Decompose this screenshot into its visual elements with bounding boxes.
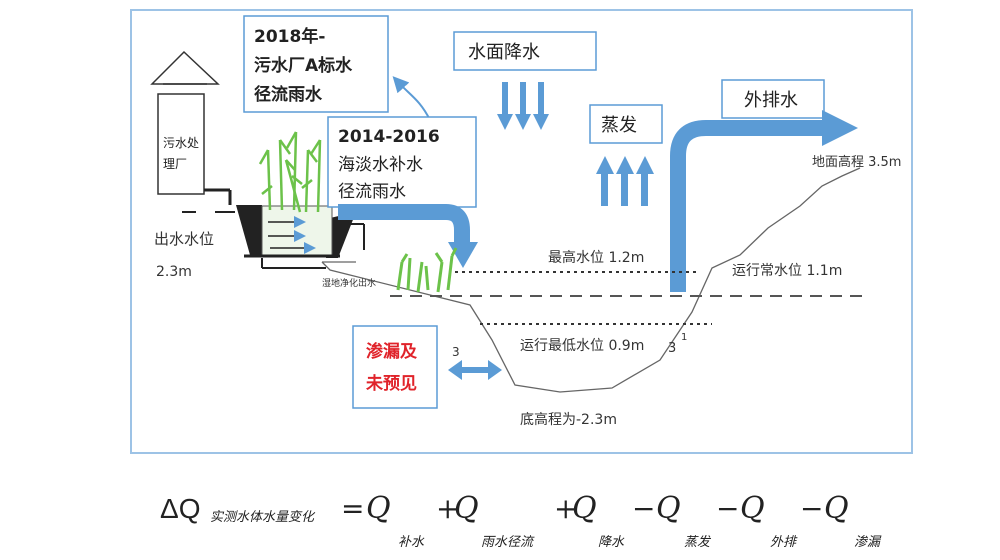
arrow-discharge [670, 120, 826, 292]
term-4-symbol: Q [656, 491, 681, 526]
pond-profile [321, 167, 861, 393]
term-5-subscript: 外排 [770, 535, 798, 550]
outlet-level-label: 出水水位 [154, 230, 214, 248]
ground-elevation-label: 地面高程 3.5m [812, 154, 901, 170]
equation-delta: ΔQ [160, 493, 200, 524]
treatment-plant-building: 污水处 理厂 [150, 50, 235, 213]
plant-label-line2: 理厂 [163, 157, 187, 171]
operating-level-label: 运行常水位 1.1m [732, 263, 842, 279]
lowest-level-label: 运行最低水位 0.9m [520, 338, 644, 354]
term-2-subscript: 雨水径流 [481, 535, 535, 550]
arrow-inflow [338, 204, 470, 244]
term-3-subscript: 降水 [598, 535, 625, 550]
term-2-symbol: Q [454, 491, 479, 526]
water-balance-equation: ΔQ 实测水体水量变化 = Q 补水 + Q 雨水径流 + Q 降水 − Q 蒸… [160, 491, 882, 550]
arrow-discharge-head [822, 110, 858, 146]
term-5-operator: − [716, 492, 739, 525]
equation-lhs-subscript: 实测水体水量变化 [210, 509, 316, 525]
evaporation-arrows [596, 156, 654, 206]
box-seepage [352, 325, 438, 409]
wetland-reeds [258, 131, 322, 213]
box-2014-line3: 径流雨水 [338, 182, 406, 202]
slope-left-label: 3 [452, 345, 460, 359]
seepage-arrow [448, 360, 502, 380]
box-2014-line2: 海淡水补水 [338, 155, 423, 175]
rain-arrows [497, 82, 549, 130]
term-6-operator: − [800, 492, 823, 525]
rain-label: 水面降水 [468, 42, 540, 63]
seepage-label-line1: 渗漏及 [366, 341, 418, 362]
term-3-operator: + [554, 492, 577, 525]
term-4-operator: − [632, 492, 655, 525]
box-discharge [721, 79, 825, 119]
wetland-basin [236, 205, 365, 269]
term-6-symbol: Q [824, 491, 849, 526]
term-6-subscript: 渗漏 [854, 535, 882, 550]
evaporation-label: 蒸发 [601, 115, 637, 136]
box-2018-line3: 径流雨水 [254, 84, 323, 105]
highest-level-label: 最高水位 1.2m [548, 249, 644, 266]
box-2014-line1: 2014-2016 [338, 127, 440, 147]
term-5-symbol: Q [740, 491, 765, 526]
outlet-level-value: 2.3m [156, 264, 192, 280]
arrow-2018-curve [392, 76, 431, 121]
box-2018-line1: 2018年- [254, 26, 325, 47]
discharge-label: 外排水 [744, 90, 798, 111]
box-rain [453, 31, 597, 71]
slope-right-label: 3 [668, 341, 676, 356]
term-4-subscript: 蒸发 [684, 535, 712, 550]
box-2018-line2: 污水厂A标水 [254, 55, 353, 76]
term-1-symbol: Q [366, 491, 391, 526]
slope-right-sup: 1 [681, 332, 687, 343]
equation-equals: = [341, 492, 364, 525]
term-3-symbol: Q [572, 491, 597, 526]
wetland-outflow-label: 湿地净化出水 [322, 277, 376, 289]
term-2-operator: + [436, 492, 459, 525]
seepage-label-line2: 未预见 [365, 373, 417, 394]
plant-label-line1: 污水处 [163, 136, 199, 150]
term-1-subscript: 补水 [398, 535, 425, 550]
box-evaporation [589, 104, 663, 144]
box-2018-inflow: 2018年- 污水厂A标水 径流雨水 [243, 15, 389, 113]
shore-reeds [396, 247, 458, 293]
box-2014-inflow: 2014-2016 海淡水补水 径流雨水 [327, 116, 477, 208]
bottom-elevation-label: 底高程为-2.3m [520, 411, 617, 428]
